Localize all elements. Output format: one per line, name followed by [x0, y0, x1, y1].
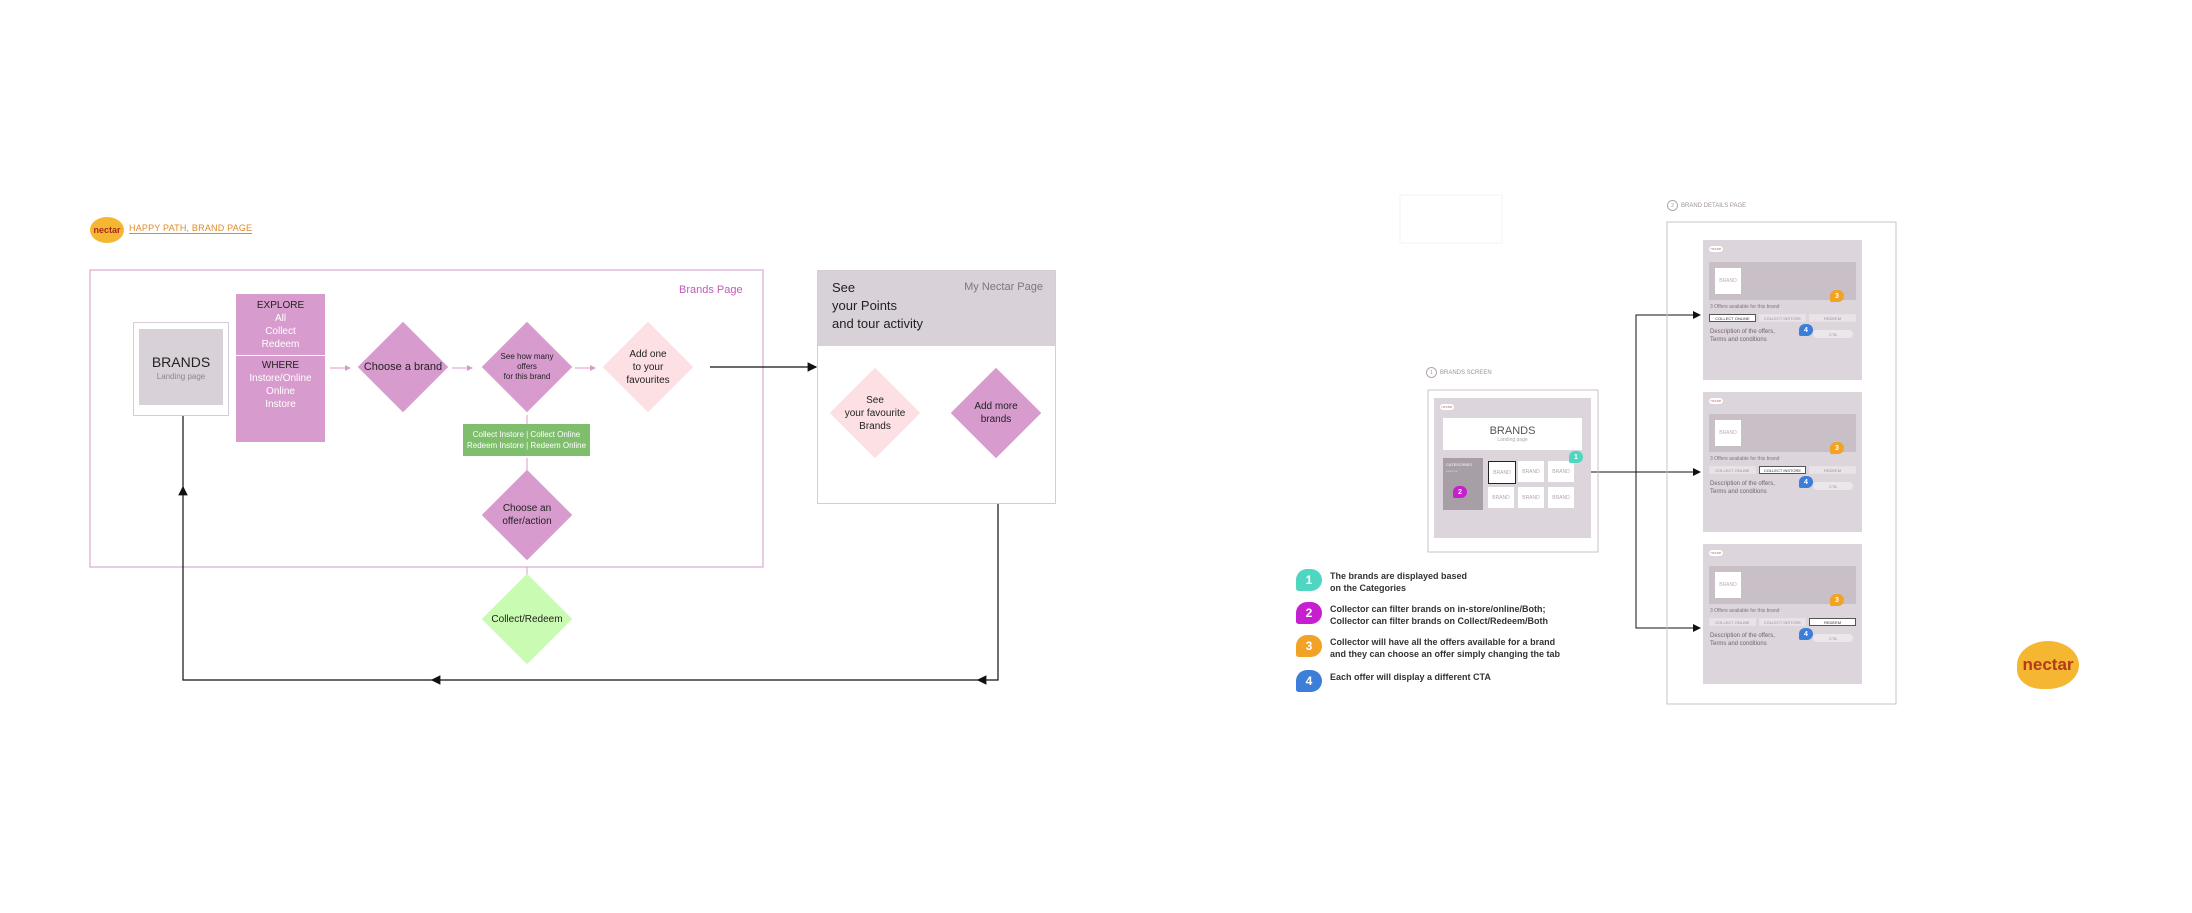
my-nectar-label: My Nectar Page [964, 281, 1043, 293]
legend-text: Collector will have all the offers avail… [1330, 637, 1561, 659]
page-title: HAPPY PATH, BRAND PAGE [129, 223, 253, 234]
brands-page-label: Brands Page [679, 284, 743, 296]
see-favourite-diamond: See your favourite Brands [829, 367, 921, 459]
where-item: Instore/Online [249, 373, 312, 384]
brands-subtitle: Landing page [156, 371, 206, 381]
brand-logo-box: BRAND [1715, 268, 1741, 294]
nectar-logo-tiny: nectar [1709, 550, 1723, 556]
where-item: Online [266, 386, 295, 397]
brands-screen-subtitle: Landing page [1497, 437, 1528, 443]
offer-tab[interactable]: COLLECT ONLINE [1709, 466, 1756, 474]
add-favourites-diamond: Add one to your favourites [602, 321, 694, 413]
badge-3-icon: 3 [1830, 442, 1844, 454]
offer-tab[interactable]: COLLECT INSTORE [1759, 466, 1806, 474]
filters-panel: EXPLORE All Collect Redeem WHERE Instore… [236, 294, 325, 442]
brands-screen-label: 1 BRANDS SCREEN [1426, 367, 1492, 378]
badge-3-icon: 3 [1830, 594, 1844, 606]
explore-item: Redeem [261, 339, 300, 350]
brand-tile[interactable]: BRAND [1548, 461, 1574, 482]
brands-screen-wireframe: nectar BRANDS Landing page CATEGORIES Lo… [1434, 398, 1591, 538]
brand-tile[interactable]: BRAND [1548, 487, 1574, 508]
offers-count: 3 Offers available for this brand [1710, 608, 1780, 614]
legend-text: Collector can filter brands on in-store/… [1330, 604, 1549, 626]
legend-badge-2-icon: 2 [1296, 602, 1322, 624]
cta-button[interactable]: CTA [1813, 330, 1853, 338]
legend-text: Each offer will display a different CTA [1330, 672, 1491, 682]
cta-button[interactable]: CTA [1813, 634, 1853, 642]
brand-tile[interactable]: BRAND [1518, 487, 1544, 508]
explore-item: All [274, 313, 287, 324]
choose-offer-diamond: Choose an offer/action [481, 469, 573, 561]
nectar-logo-tiny: nectar [1440, 404, 1454, 410]
nectar-logo-tiny: nectar [1709, 398, 1723, 404]
legend-badge-1-icon: 1 [1296, 569, 1322, 591]
explore-item: Collect [265, 326, 296, 337]
where-title: WHERE [261, 360, 300, 371]
see-offers-diamond: See how many offers for this brand [481, 321, 573, 413]
brand-tile-selected[interactable]: BRAND [1488, 461, 1516, 484]
brands-title: BRANDS [151, 353, 211, 370]
badge-4-icon: 4 [1799, 628, 1813, 640]
brand-tile[interactable]: BRAND [1518, 461, 1544, 482]
where-item: Instore [265, 399, 296, 410]
nectar-logo-large: nectar [2017, 641, 2079, 689]
offer-tab[interactable]: COLLECT INSTORE [1759, 618, 1806, 626]
nectar-logo-tiny: nectar [1709, 246, 1723, 252]
add-more-diamond: Add more brands [950, 367, 1042, 459]
badge-1-icon: 1 [1569, 451, 1583, 463]
brands-landing-box: BRANDS Landing page [133, 322, 229, 416]
legend-badge-3-icon: 3 [1296, 635, 1322, 657]
brand-details-label: 2 BRAND DETAILS PAGE [1667, 200, 1746, 211]
offer-tab[interactable]: COLLECT ONLINE [1709, 314, 1756, 322]
offers-count: 3 Offers available for this brand [1710, 456, 1780, 462]
offer-tab[interactable]: REDEEM [1809, 618, 1856, 626]
offer-description: Description of the offers,Terms and cond… [1710, 633, 1775, 647]
legend-badge-4-icon: 4 [1296, 670, 1322, 692]
cta-button[interactable]: CTA [1813, 482, 1853, 490]
collect-options-box: Collect Instore | Collect Online Redeem … [463, 424, 590, 456]
offer-tab[interactable]: COLLECT ONLINE [1709, 618, 1756, 626]
offer-description: Description of the offers,Terms and cond… [1710, 329, 1775, 343]
categories-panel: CATEGORIES Lorem ip [1443, 458, 1483, 510]
brands-screen-title: BRANDS [1489, 425, 1536, 437]
offer-tab[interactable]: COLLECT INSTORE [1759, 314, 1806, 322]
offer-tab[interactable]: REDEEM [1809, 466, 1856, 474]
badge-3-icon: 3 [1830, 290, 1844, 302]
divider [236, 355, 325, 356]
offer-description: Description of the offers,Terms and cond… [1710, 481, 1775, 495]
offer-tab[interactable]: REDEEM [1809, 314, 1856, 322]
choose-brand-diamond: Choose a brand [357, 321, 449, 413]
collect-redeem-diamond: Collect/Redeem [481, 573, 573, 665]
offers-count: 3 Offers available for this brand [1710, 304, 1780, 310]
brand-logo-box: BRAND [1715, 572, 1741, 598]
brand-tile[interactable]: BRAND [1488, 487, 1514, 508]
brand-logo-box: BRAND [1715, 420, 1741, 446]
nectar-logo-small: nectar [90, 217, 124, 243]
badge-4-icon: 4 [1799, 324, 1813, 336]
explore-title: EXPLORE [256, 300, 305, 311]
badge-2-icon: 2 [1453, 486, 1467, 498]
badge-4-icon: 4 [1799, 476, 1813, 488]
my-nectar-heading: See your Points and tour activity [832, 280, 924, 331]
